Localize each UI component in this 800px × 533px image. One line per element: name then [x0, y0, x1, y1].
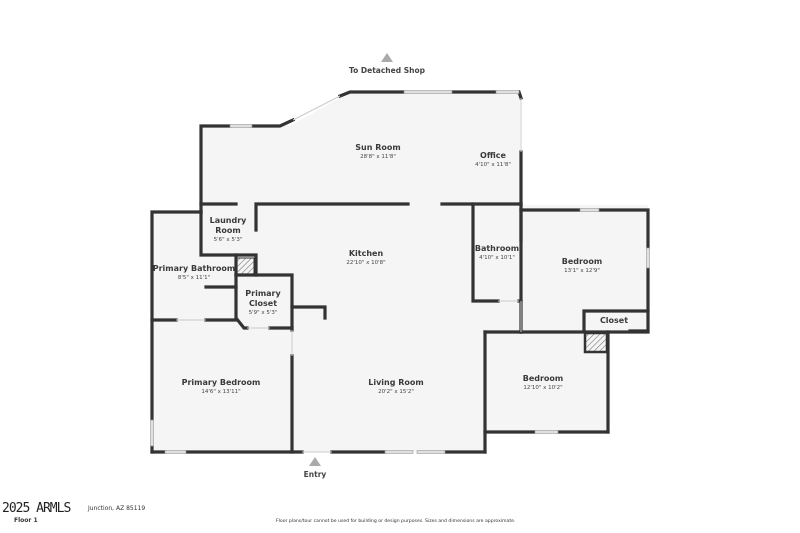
room-name: Living Room	[368, 378, 424, 387]
room-dims: 14'6" x 13'11"	[201, 389, 241, 395]
room-name: Bathroom	[474, 244, 520, 253]
room-primary-bedroom: Primary Bedroom 14'6" x 13'11"	[182, 378, 261, 396]
walls	[150, 89, 650, 454]
room-name: Primary Bedroom	[181, 378, 261, 387]
to-detached-shop-label: To Detached Shop	[349, 66, 425, 75]
room-laundry: Laundry Room 5'6" x 5'3"	[208, 216, 248, 244]
room-bedroom-2: Bedroom 12'10" x 10'2"	[523, 374, 564, 392]
windows	[150, 90, 650, 454]
room-name: Closet	[599, 316, 629, 325]
room-name: Kitchen	[348, 249, 384, 258]
chase-hatch	[236, 257, 255, 275]
room-kitchen: Kitchen 22'10" x 10'8"	[346, 249, 385, 267]
floor-fill	[152, 92, 648, 452]
room-bedroom-1: Bedroom 13'1" x 12'9"	[562, 257, 603, 275]
room-name: Office	[480, 151, 506, 160]
room-dims: 13'1" x 12'9"	[564, 268, 600, 274]
address: Junction, AZ 85119	[88, 505, 146, 512]
room-dims: 8'5" x 11'1"	[177, 275, 211, 281]
room-primary-bathroom: Primary Bathroom 8'5" x 11'1"	[153, 264, 236, 282]
room-living-room: Living Room 20'2" x 15'2"	[368, 378, 424, 396]
room-dims: 4'10" x 10'1"	[479, 255, 515, 261]
room-dims: 5'6" x 5'3"	[213, 237, 243, 243]
room-bathroom: Bathroom 4'10" x 10'1"	[475, 244, 519, 262]
floor-label: Floor 1	[14, 517, 38, 524]
room-dims: 12'10" x 10'2"	[523, 385, 563, 391]
room-dims: 20'2" x 15'2"	[378, 389, 414, 395]
room-office: Office 4'10" x 11'8"	[475, 151, 511, 169]
room-name: Primary Bathroom	[152, 264, 236, 273]
room-dims: 28'8" x 11'8"	[360, 154, 396, 160]
room-sun-room: Sun Room 28'8" x 11'8"	[355, 143, 400, 161]
room-closet: Closet	[600, 316, 628, 326]
room-dims: 5'9" x 5'3"	[248, 310, 278, 316]
room-name: Bedroom	[522, 374, 564, 383]
north-arrow-icon	[381, 53, 393, 62]
room-dims: 4'10" x 11'8"	[475, 162, 511, 168]
entry-arrow-icon	[309, 457, 321, 466]
room-primary-closet: Primary Closet 5'9" x 5'3"	[243, 289, 283, 317]
entry-label: Entry	[303, 470, 327, 479]
room-name: Bedroom	[561, 257, 603, 266]
disclaimer: Floor plans/tour cannot be used for buil…	[276, 519, 516, 524]
watermark: 2025 ARMLS	[2, 501, 71, 516]
room-dims: 22'10" x 10'8"	[346, 260, 386, 266]
room-name: Primary Closet	[245, 289, 281, 308]
room-name: Sun Room	[355, 143, 401, 152]
chase-hatch	[583, 331, 609, 354]
room-name: Laundry Room	[209, 216, 247, 235]
